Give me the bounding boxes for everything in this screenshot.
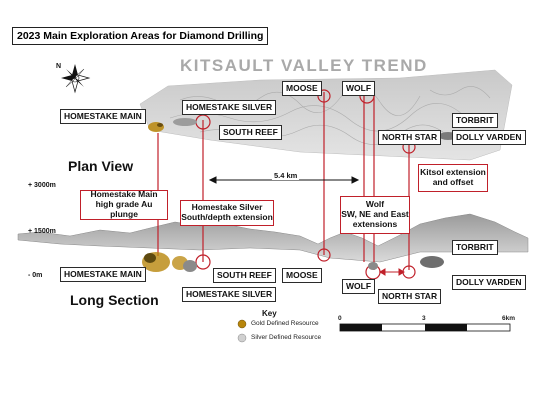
legend-silver-label: Silver Defined Resource (251, 334, 322, 341)
target-homestake-main-line1: Homestake Main (90, 189, 158, 200)
target-wolf-line1: Wolf (365, 199, 385, 210)
elevation-1500: + 1500m (28, 228, 56, 235)
section-arrow (379, 268, 405, 276)
section-label-homestake-main: HOMESTAKE MAIN (60, 267, 146, 282)
page-title: 2023 Main Exploration Areas for Diamond … (12, 27, 269, 45)
section-label-torbrit: TORBRIT (452, 240, 498, 255)
section-label-north-star: NORTH STAR (378, 289, 442, 304)
target-homestake-silver-line2: South/depth extension (181, 212, 273, 222)
trend-name: KITSAULT VALLEY TREND (180, 56, 428, 75)
legend-title: Key (262, 309, 277, 318)
section-label-wolf: WOLF (342, 279, 376, 294)
scale-tick-3: 3 (422, 315, 426, 322)
target-homestake-silver-line1: Homestake Silver (191, 202, 263, 213)
plan-label-wolf: WOLF (342, 81, 376, 96)
plan-label-homestake-silver: HOMESTAKE SILVER (182, 100, 277, 115)
plan-view-heading: Plan View (68, 158, 134, 174)
plan-label-north-star: NORTH STAR (378, 130, 442, 145)
plan-label-torbrit: TORBRIT (452, 113, 498, 128)
target-wolf-line3: extensions (352, 218, 398, 229)
target-wolf: Wolf SW, NE and East extensions (340, 196, 410, 234)
target-kitsol-line2: and offset (432, 177, 474, 187)
plan-label-dolly-varden: DOLLY VARDEN (452, 130, 526, 145)
elevation-3000: + 3000m (28, 182, 56, 189)
section-label-dolly-varden: DOLLY VARDEN (452, 275, 526, 290)
compass-north-letter: N (56, 63, 61, 70)
plan-label-moose: MOOSE (282, 81, 322, 96)
plan-label-homestake-main: HOMESTAKE MAIN (60, 109, 146, 124)
scale-tick-0: 0 (338, 315, 342, 322)
target-kitsol-line1: Kitsol extension (420, 167, 486, 178)
elevation-0: - 0m (28, 272, 43, 279)
distance-arrow (208, 176, 360, 184)
section-label-south-reef: SOUTH REEF (213, 268, 276, 283)
plan-gold-resource (148, 122, 164, 132)
section-label-homestake-silver: HOMESTAKE SILVER (182, 287, 277, 302)
plan-label-south-reef: SOUTH REEF (219, 125, 282, 140)
compass-icon (61, 64, 91, 94)
target-homestake-main: Homestake Main high grade Au plunge (80, 190, 168, 220)
section-resource-bodies (142, 252, 444, 272)
target-homestake-main-line2: high grade Au plunge (95, 199, 153, 219)
legend-gold-swatch (237, 319, 247, 329)
section-label-moose: MOOSE (282, 268, 322, 283)
target-wolf-line2: SW, NE and East (341, 209, 409, 220)
long-section-heading: Long Section (70, 292, 159, 308)
distance-label: 5.4 km (272, 171, 300, 180)
scale-bar (339, 323, 511, 332)
target-homestake-silver: Homestake Silver South/depth extension (180, 200, 274, 226)
legend-silver-swatch (237, 333, 247, 343)
target-kitsol: Kitsol extension and offset (418, 164, 488, 192)
legend-gold-label: Gold Defined Resource (251, 320, 319, 327)
scale-tick-6km: 6km (502, 315, 516, 322)
